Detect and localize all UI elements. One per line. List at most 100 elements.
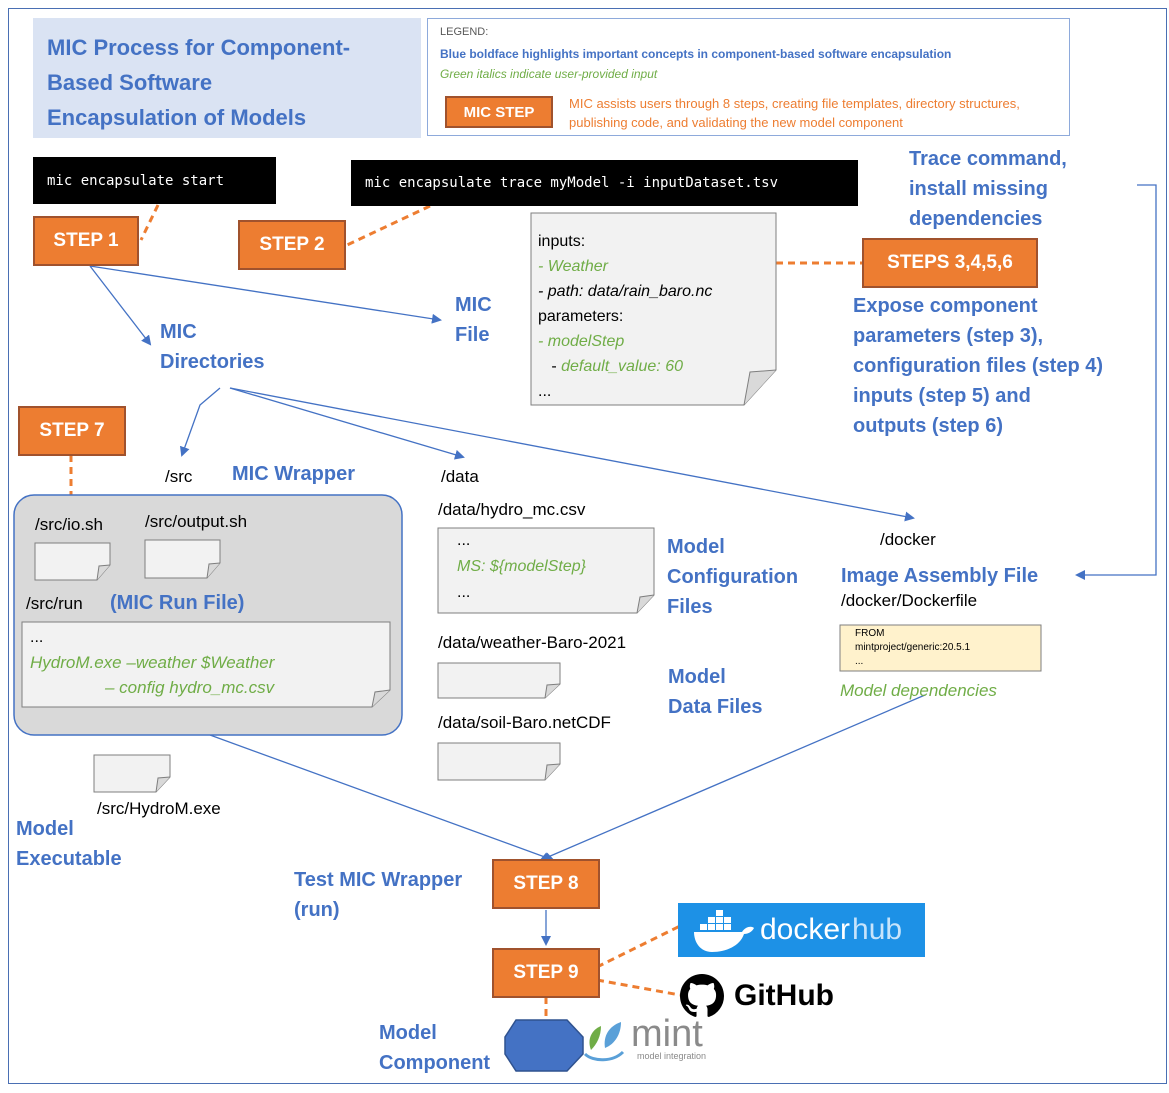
- trace-label-line-1: Trace command,: [909, 148, 1067, 170]
- expose-line-1: Expose component: [853, 295, 1038, 317]
- legend-step-badge: MIC STEP: [445, 96, 553, 128]
- path-dockerfile: /docker/Dockerfile: [841, 591, 978, 610]
- expose-line-3: configuration files (step 4): [853, 355, 1104, 377]
- mic-file-line-1: inputs:: [538, 233, 586, 250]
- arrow-trace-to-image: [1075, 184, 1157, 580]
- path-docker: /docker: [880, 530, 936, 549]
- arrow-to-docker: [229, 387, 915, 522]
- mic-file-line-4: parameters:: [538, 308, 624, 325]
- trace-command-label: Trace command, install missing dependenc…: [909, 144, 1067, 234]
- title-line-2: Based Software: [47, 70, 213, 95]
- title-line-3: Encapsulation of Models: [47, 105, 307, 130]
- dockerfile-note-shape: [839, 624, 1042, 672]
- step-2-badge: STEP 2: [238, 220, 346, 270]
- diagram-frame: [8, 8, 1167, 1084]
- config-line-3: ...: [457, 584, 471, 601]
- model-component-shape: [504, 1019, 584, 1072]
- config-line-1: ...: [457, 532, 471, 549]
- run-line-3: – config hydro_mc.csv: [105, 678, 275, 697]
- mic-file-label-line-1: MIC: [455, 294, 492, 316]
- path-io: /src/io.sh: [35, 515, 104, 534]
- command-trace: mic encapsulate trace myModel -i inputDa…: [351, 160, 858, 206]
- weather-doc-shape: [437, 662, 561, 699]
- github-logo: GitHub: [680, 972, 834, 1020]
- github-wordmark: GitHub: [734, 979, 834, 1012]
- config-line-2: MS: ${modelStep}: [457, 558, 586, 575]
- mint-subtitle: model integration: [637, 1051, 707, 1061]
- trace-label-line-2: install missing: [909, 178, 1048, 200]
- model-executable-label: Model Executable: [16, 814, 122, 874]
- model-data-line-2: Data Files: [668, 696, 763, 718]
- legend-blue-text: Blue boldface highlights important conce…: [440, 47, 952, 61]
- model-dependencies-label: Model dependencies: [840, 681, 997, 700]
- legend-box: LEGEND: Blue boldface highlights importa…: [427, 18, 1070, 136]
- mic-file-modelstep: modelStep: [547, 333, 625, 350]
- steps-3456-badge: STEPS 3,4,5,6: [862, 238, 1038, 288]
- mic-file-weather: Weather: [547, 258, 608, 275]
- run-file-content: ... HydroM.exe –weather $Weather – confi…: [30, 625, 274, 700]
- expose-label: Expose component parameters (step 3), co…: [853, 291, 1103, 441]
- step2-connector: [344, 204, 431, 248]
- legend-green-text: Green italics indicate user-provided inp…: [440, 67, 658, 81]
- model-component-line-1: Model: [379, 1022, 437, 1044]
- path-run: /src/run: [26, 594, 83, 613]
- arrow-wrapper-to-step8: [209, 734, 555, 862]
- path-weather: /data/weather-Baro-2021: [438, 633, 627, 652]
- model-exec-line-2: Executable: [16, 848, 122, 870]
- docker-whale-icon: [694, 910, 754, 952]
- legend-step-text: MIC assists users through 8 steps, creat…: [569, 96, 1020, 130]
- step-1-badge: STEP 1: [33, 216, 139, 266]
- mic-file-line-7: ...: [538, 383, 552, 400]
- mic-dirs-label-line-1: MIC: [160, 321, 197, 343]
- github-octocat-icon: [680, 974, 724, 1017]
- model-component-line-2: Component: [379, 1052, 491, 1074]
- mic-file-label-line-2: File: [455, 324, 490, 346]
- expose-line-5: outputs (step 6): [853, 415, 1003, 437]
- dockerhub-logo: docker hub: [678, 903, 925, 957]
- soil-doc-shape: [437, 742, 561, 781]
- path-output: /src/output.sh: [145, 512, 248, 531]
- step-8-badge: STEP 8: [492, 859, 600, 909]
- mic-file-line-3: - path: data/rain_baro.nc: [538, 283, 713, 300]
- model-config-label: Model Configuration Files: [667, 532, 798, 622]
- config-file-content: ... MS: ${modelStep} ...: [457, 528, 586, 606]
- run-line-2: HydroM.exe –weather $Weather: [30, 653, 275, 672]
- dockerfile-line-3: ...: [855, 656, 864, 667]
- arrow-deps-to-step8: [539, 694, 926, 862]
- mic-file-content: inputs: - Weather - path: data/rain_baro…: [538, 229, 712, 404]
- mic-directories-label: MIC Directories: [160, 317, 265, 377]
- model-component-label: Model Component: [379, 1018, 490, 1078]
- dockerfile-line-2: mintproject/generic:20.5.1: [855, 642, 971, 653]
- run-line-1: ...: [30, 629, 44, 646]
- mic-file-default: default_value: 60: [561, 358, 683, 375]
- step-7-badge: STEP 7: [18, 406, 126, 456]
- title-box: MIC Process for Component- Based Softwar…: [33, 18, 421, 138]
- expose-line-4: inputs (step 5) and: [853, 385, 1031, 407]
- path-src: /src: [165, 467, 193, 486]
- step1-connector: [139, 204, 160, 241]
- title-line-1: MIC Process for Component-: [47, 35, 351, 60]
- mint-logo: mint model integration: [583, 1013, 733, 1065]
- mic-dirs-label-line-2: Directories: [160, 351, 265, 373]
- model-data-line-1: Model: [668, 666, 726, 688]
- mic-file-line-5: - modelStep: [538, 329, 712, 354]
- arrow-to-directories: [89, 265, 152, 346]
- model-config-line-3: Files: [667, 596, 713, 618]
- mic-run-file-label: (MIC Run File): [110, 592, 245, 614]
- trace-label-line-3: dependencies: [909, 208, 1043, 230]
- test-wrapper-line-2: (run): [294, 899, 340, 921]
- hub-wordmark: hub: [852, 913, 903, 946]
- legend-heading: LEGEND:: [440, 26, 489, 38]
- mic-file-dash-3: -: [538, 358, 562, 375]
- dockerfile-content: FROM mintproject/generic:20.5.1 ...: [855, 627, 970, 669]
- arrow-to-mic-file: [89, 265, 442, 324]
- test-wrapper-label: Test MIC Wrapper (run): [294, 865, 462, 925]
- mic-file-dash-1: -: [538, 258, 548, 275]
- model-data-label: Model Data Files: [668, 662, 762, 722]
- path-exe: /src/HydroM.exe: [97, 799, 221, 818]
- path-soil: /data/soil-Baro.netCDF: [438, 713, 611, 732]
- mint-wordmark: mint: [631, 1013, 703, 1055]
- arrow-to-data: [229, 387, 465, 460]
- test-wrapper-line-1: Test MIC Wrapper: [294, 869, 463, 891]
